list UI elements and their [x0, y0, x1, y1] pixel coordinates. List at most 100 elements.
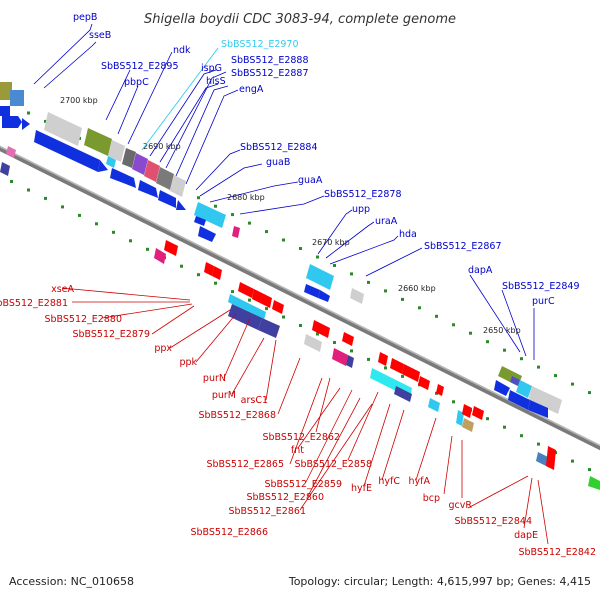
feature-arrow — [98, 160, 108, 172]
feature-block — [462, 418, 474, 432]
feature-arrow — [212, 266, 222, 280]
forward-features — [0, 82, 600, 490]
gene-label-guaA: guaA — [298, 175, 323, 186]
tick-mark — [61, 205, 64, 209]
feature-arrow — [176, 200, 186, 210]
tick-mark — [248, 298, 251, 302]
feature-block — [0, 106, 10, 116]
gene-label-purN: purN — [203, 373, 226, 384]
feature-arrow — [494, 380, 510, 396]
tick-mark — [503, 348, 506, 352]
gene-label-SbBS512_E2970: SbBS512_E2970 — [221, 39, 299, 50]
feature-block — [0, 162, 10, 176]
tick-mark — [231, 213, 234, 217]
gene-label-SbBS512_E2865: SbBS512_E2865 — [206, 459, 284, 470]
gene-label-guaB: guaB — [266, 157, 290, 168]
tick-mark — [554, 374, 557, 378]
scale-label: 2660 kbp — [398, 284, 436, 293]
gene-label-SbBS512_E2849: SbBS512_E2849 — [502, 281, 580, 292]
tick-mark — [180, 264, 183, 268]
gene-label-hisS: hisS — [206, 76, 226, 87]
scale-labels: 2700 kbp 2690 kbp 2680 kbp 2670 kbp 2660… — [60, 96, 521, 335]
feature-arrow — [204, 262, 214, 276]
tick-mark — [520, 434, 523, 438]
feature-block — [346, 355, 354, 368]
gene-label-SbBS512_E2895: SbBS512_E2895 — [101, 61, 179, 72]
gene-label-hyfA: hyfA — [409, 476, 431, 487]
genome-summary-text: Topology: circular; Length: 4,615,997 bp… — [288, 575, 591, 588]
tick-mark — [435, 391, 438, 395]
feature-block — [144, 160, 160, 182]
tick-mark — [197, 196, 200, 200]
feature-arrow — [342, 332, 354, 346]
tick-mark — [214, 204, 217, 208]
gene-label-dapA: dapA — [468, 265, 493, 276]
tick-mark — [316, 255, 319, 259]
accession-text: Accession: NC_010658 — [9, 575, 134, 588]
gene-label-purM: purM — [212, 390, 236, 401]
feature-arrow — [312, 320, 330, 338]
scale-label: 2670 kbp — [312, 238, 350, 247]
tick-mark — [282, 315, 285, 319]
tick-mark — [27, 188, 30, 192]
gene-label-SbBS512_E2888: SbBS512_E2888 — [231, 55, 309, 66]
feature-arrow — [272, 300, 284, 314]
feature-block — [6, 146, 16, 158]
tick-mark — [384, 366, 387, 370]
tick-mark — [571, 459, 574, 463]
feature-block — [510, 376, 520, 386]
tick-mark — [112, 230, 115, 234]
feature-arrow — [508, 390, 530, 410]
tick-mark — [452, 400, 455, 404]
feature-arrow — [436, 384, 444, 396]
gene-label-SbBS512_E2860: SbBS512_E2860 — [246, 492, 324, 503]
tick-mark — [299, 247, 302, 250]
feature-block — [84, 128, 112, 156]
map-title: Shigella boydii CDC 3083-94, complete ge… — [144, 12, 456, 27]
tick-mark — [265, 230, 268, 234]
tick-mark — [129, 239, 132, 243]
tick-mark — [265, 307, 268, 311]
tick-mark — [146, 247, 149, 251]
feature-arrow — [198, 226, 216, 242]
gene-label-dapE: dapE — [514, 530, 538, 541]
gene-label-xseA: xseA — [51, 284, 74, 295]
tick-mark — [44, 119, 47, 123]
reverse-leader-lines — [61, 287, 549, 545]
feature-block — [516, 380, 532, 398]
feature-arrow — [402, 364, 420, 382]
feature-block — [528, 386, 562, 414]
feature-arrow — [34, 130, 100, 172]
scale-label: 2690 kbp — [143, 142, 181, 151]
tick-mark — [78, 213, 81, 217]
tick-mark — [418, 306, 421, 310]
gene-label-hda: hda — [399, 229, 417, 240]
gene-label-upp: upp — [352, 204, 370, 215]
gene-label-SbBS512_E2844: SbBS512_E2844 — [454, 516, 532, 527]
feature-arrow — [22, 118, 30, 130]
feature-block — [170, 175, 186, 197]
scale-label: 2700 kbp — [60, 96, 98, 105]
gene-label-SbBS512_E2868: SbBS512_E2868 — [198, 410, 276, 421]
feature-block — [232, 226, 240, 238]
tick-mark — [588, 468, 591, 472]
tick-mark — [333, 341, 336, 344]
feature-arrow — [418, 376, 430, 390]
tick-mark — [401, 374, 404, 378]
forward-leader-lines — [33, 23, 535, 360]
feature-arrow — [528, 400, 548, 418]
tick-mark — [503, 425, 506, 429]
gene-label-SbBS512_E2861: SbBS512_E2861 — [228, 506, 306, 517]
gene-label-uraA: uraA — [375, 216, 398, 227]
gene-label-SbBS512_E2858: SbBS512_E2858 — [294, 459, 372, 470]
gene-label-ppk: ppk — [179, 357, 197, 368]
feature-block — [332, 348, 348, 366]
tick-mark — [316, 332, 319, 336]
feature-block — [10, 90, 24, 106]
feature-block — [132, 153, 148, 175]
gene-label-pepB: pepB — [73, 12, 97, 23]
tick-mark — [214, 281, 217, 285]
tick-mark — [571, 382, 574, 386]
feature-arrow — [304, 284, 320, 298]
